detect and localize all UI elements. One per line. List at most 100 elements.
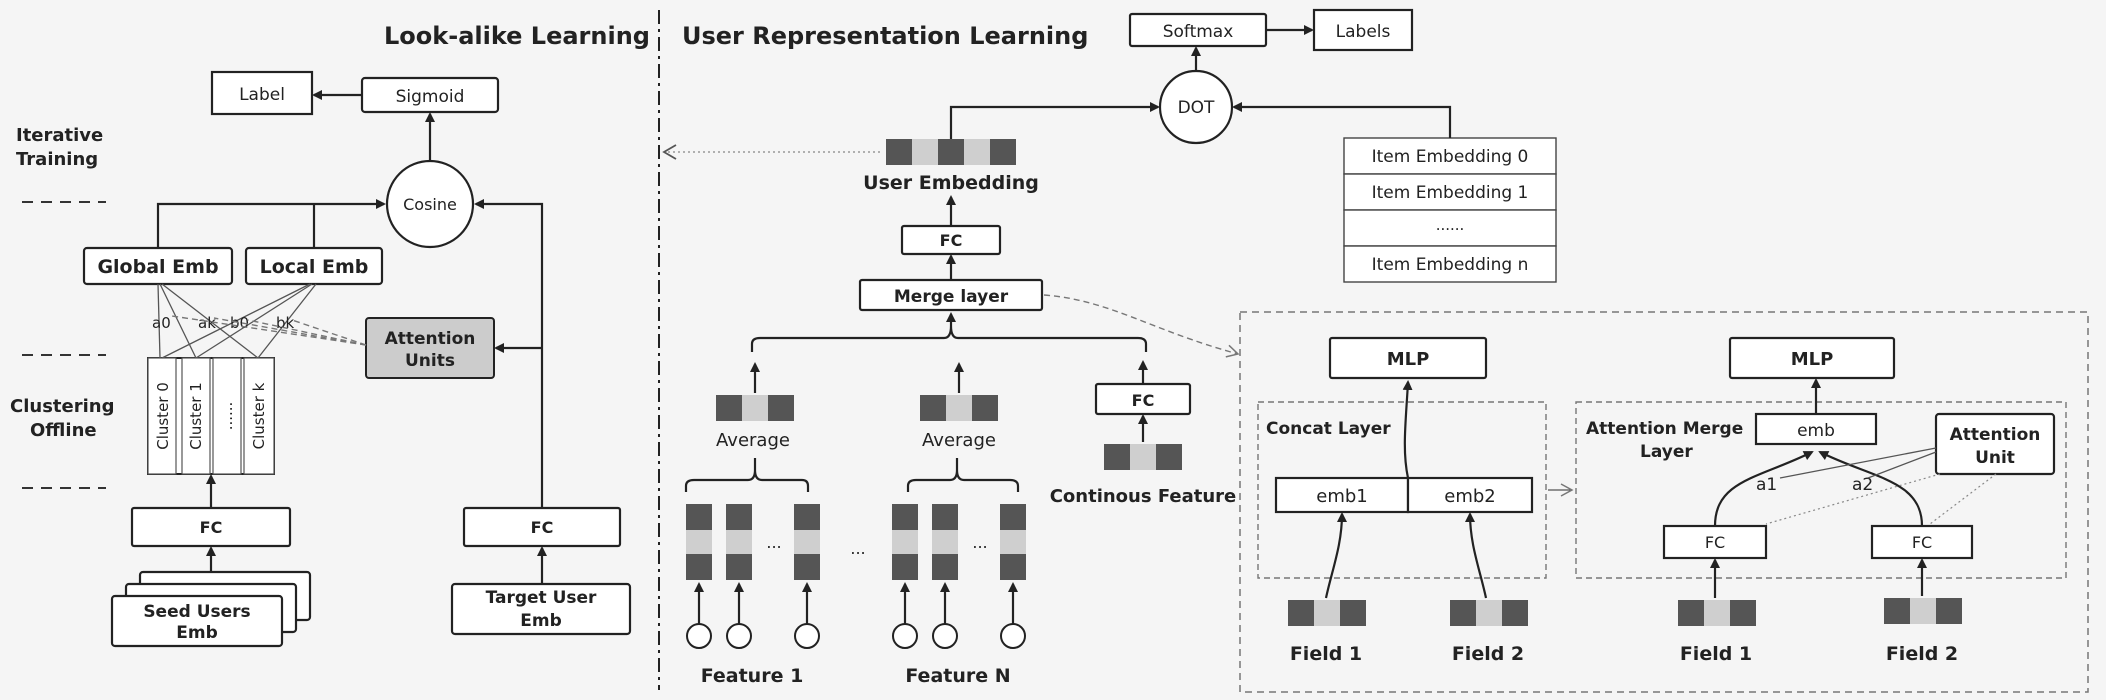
merge-layer-text: Merge layer bbox=[894, 287, 1009, 307]
user-representation-section: User Representation Learning Softmax Lab… bbox=[662, 8, 1557, 687]
clustering-label: Clustering bbox=[10, 396, 114, 417]
fc-2-to-emb-curve bbox=[1818, 451, 1924, 527]
feature-1-columns: ... bbox=[686, 504, 820, 649]
attention-field-1-vector bbox=[1678, 600, 1756, 626]
feature-column bbox=[932, 504, 958, 649]
attention-unit-text-2: Unit bbox=[1975, 448, 2015, 468]
target-user-text-1: Target User bbox=[486, 588, 597, 608]
concat-layer-border bbox=[1257, 401, 1547, 579]
continuous-feature-vector bbox=[1104, 444, 1182, 470]
concat-mlp-text: MLP bbox=[1387, 349, 1430, 370]
attention-dashed-line bbox=[291, 319, 367, 346]
softmax-text: Softmax bbox=[1163, 22, 1234, 42]
cluster-line bbox=[257, 283, 317, 359]
feature-column bbox=[794, 504, 820, 649]
field-2-to-emb2-line bbox=[1465, 512, 1488, 599]
cluster-stack: Cluster 0 Cluster 1 ...... Cluster k bbox=[147, 357, 275, 475]
cluster-line bbox=[161, 283, 259, 359]
feature-1-ellipsis: ... bbox=[766, 533, 781, 552]
cluster-k-label: Cluster k bbox=[250, 382, 268, 449]
cluster-1-label: Cluster 1 bbox=[187, 382, 205, 450]
attention-unit-box bbox=[1934, 412, 2056, 476]
item-embedding-row bbox=[1343, 173, 1557, 211]
global-to-cosine-line bbox=[156, 199, 386, 248]
concat-field-1-vector bbox=[1288, 600, 1366, 626]
feature-column bbox=[892, 504, 918, 649]
feature-n-label: Feature N bbox=[905, 665, 1010, 687]
cosine-text: Cosine bbox=[403, 195, 457, 214]
concat-mlp-box bbox=[1328, 336, 1488, 380]
labels-box bbox=[1312, 8, 1414, 52]
feature-column bbox=[1000, 504, 1026, 649]
average-2-label: Average bbox=[922, 430, 996, 451]
feature-n-brace bbox=[906, 469, 1020, 492]
concat-field-2-vector bbox=[1450, 600, 1528, 626]
attention-merge-border bbox=[1575, 401, 2067, 579]
weight-bk: bk bbox=[276, 314, 295, 332]
attention-unit-line bbox=[1779, 447, 1937, 479]
attention-merge-label-1: Attention Merge bbox=[1586, 419, 1743, 439]
item-embedding-1: Item Embedding 1 bbox=[1372, 183, 1529, 203]
continuous-fc-text: FC bbox=[1132, 391, 1155, 410]
emb2-box bbox=[1406, 476, 1534, 514]
dot-text: DOT bbox=[1178, 98, 1215, 118]
user-emb-to-dot-line bbox=[949, 102, 1160, 139]
cluster-line bbox=[157, 283, 161, 359]
feature-1-label: Feature 1 bbox=[701, 665, 804, 687]
weight-ak: ak bbox=[198, 314, 216, 332]
cluster-column bbox=[181, 357, 211, 475]
cluster-0-label: Cluster 0 bbox=[154, 382, 172, 450]
attention-fc-1-text: FC bbox=[1705, 533, 1725, 552]
local-emb-text: Local Emb bbox=[260, 256, 369, 278]
merge-detail-dashed-arrow bbox=[1043, 294, 1240, 358]
cluster-column bbox=[243, 357, 275, 475]
feature-1-brace bbox=[684, 469, 810, 492]
emb2-text: emb2 bbox=[1444, 486, 1496, 507]
sigmoid-text: Sigmoid bbox=[396, 87, 465, 107]
global-emb-text: Global Emb bbox=[97, 256, 218, 278]
lookalike-heading: Look-alike Learning bbox=[384, 22, 650, 50]
average-1-label: Average bbox=[716, 430, 790, 451]
cluster-column bbox=[212, 357, 242, 475]
concat-field-2-label: Field 2 bbox=[1452, 643, 1524, 665]
fc-1-to-emb-curve bbox=[1713, 451, 1814, 527]
attention-emb-text: emb bbox=[1797, 421, 1835, 441]
training-label: Training bbox=[16, 149, 98, 170]
attention-units-text-2: Units bbox=[405, 351, 455, 371]
continuous-feature-label: Continous Feature bbox=[1050, 486, 1237, 507]
attention-dashed-line bbox=[213, 317, 367, 346]
merge-detail-panel: MLP Concat Layer emb1 emb2 Field 1 Field… bbox=[1239, 311, 2089, 693]
features-ellipsis: ... bbox=[850, 539, 865, 558]
user-embedding-vector bbox=[886, 139, 1016, 165]
attention-unit-dotted-line bbox=[1929, 473, 1997, 525]
attention-field-1-label: Field 1 bbox=[1680, 643, 1752, 665]
attention-unit-line bbox=[1867, 451, 1937, 479]
attention-dashed-line bbox=[171, 315, 367, 346]
item-embedding-row bbox=[1343, 245, 1557, 283]
target-fc-text: FC bbox=[531, 518, 554, 537]
average-vector-1 bbox=[716, 395, 794, 421]
attention-fc-2-text: FC bbox=[1912, 533, 1932, 552]
user-representation-heading: User Representation Learning bbox=[682, 22, 1088, 50]
attention-field-2-vector bbox=[1884, 598, 1962, 624]
lookalike-learning-section: Look-alike Learning Iterative Training C… bbox=[10, 22, 650, 648]
cluster-column bbox=[147, 357, 177, 475]
item-embedding-row bbox=[1343, 137, 1557, 175]
attention-unit-dotted-line bbox=[1765, 473, 1941, 525]
attention-merge-label-2: Layer bbox=[1640, 442, 1693, 462]
emb1-text: emb1 bbox=[1316, 486, 1368, 507]
emb1-box bbox=[1274, 476, 1410, 514]
seed-fc-text: FC bbox=[200, 518, 223, 537]
cluster-line bbox=[159, 283, 197, 359]
concat-layer-label: Concat Layer bbox=[1266, 419, 1391, 439]
average-vector-2 bbox=[920, 395, 998, 421]
target-user-text-2: Emb bbox=[520, 611, 562, 631]
target-fc-to-cosine-line bbox=[474, 199, 544, 508]
item-embedding-row bbox=[1343, 209, 1557, 247]
weight-a2: a2 bbox=[1852, 475, 1873, 495]
user-fc-text: FC bbox=[940, 231, 963, 250]
item-embedding-table: Item Embedding 0 Item Embedding 1 ......… bbox=[1343, 137, 1557, 283]
offline-label: Offline bbox=[30, 420, 97, 441]
weight-a1: a1 bbox=[1756, 475, 1777, 495]
